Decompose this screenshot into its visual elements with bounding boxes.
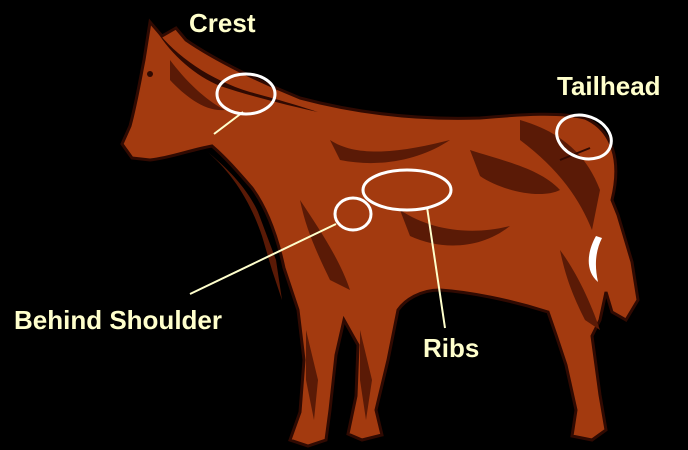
tailhead-label: Tailhead	[557, 71, 661, 101]
ribs-label: Ribs	[423, 333, 479, 363]
crest-label: Crest	[189, 8, 255, 38]
horse-eye	[147, 71, 153, 77]
behind-shoulder-label: Behind Shoulder	[14, 305, 222, 335]
